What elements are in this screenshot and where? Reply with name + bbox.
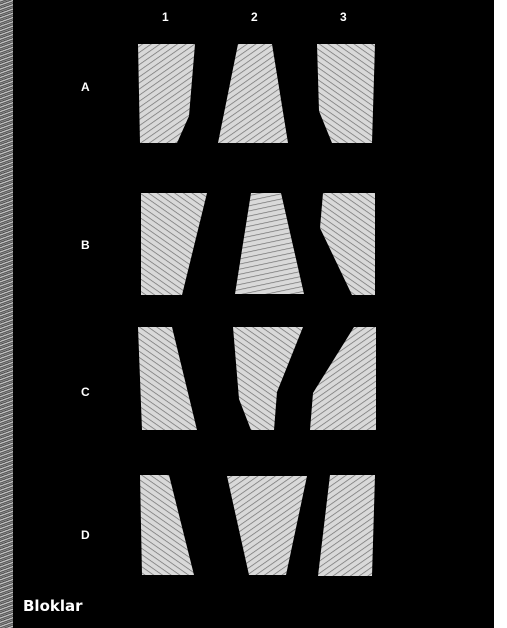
left-edge-strip: [0, 0, 13, 628]
block-C-1: [138, 327, 197, 430]
block-C-2: [233, 327, 303, 430]
block-B-3: [320, 193, 375, 295]
row-label-C: C: [81, 385, 90, 399]
row-label-D: D: [81, 528, 90, 542]
row-label-A: A: [81, 80, 90, 94]
block-B-2: [235, 193, 304, 294]
block-D-3: [318, 475, 375, 576]
column-label-1: 1: [162, 10, 169, 24]
diagram-panel: 1 2 3 A B C D: [13, 0, 494, 628]
block-D-2: [227, 476, 307, 575]
block-A-3: [317, 44, 375, 143]
row-label-B: B: [81, 238, 90, 252]
block-D-1: [140, 475, 194, 575]
column-label-2: 2: [251, 10, 258, 24]
block-A-2: [218, 44, 288, 143]
caption: Bloklar: [23, 597, 83, 615]
block-A-1: [138, 44, 195, 143]
column-label-3: 3: [340, 10, 347, 24]
block-B-1: [141, 193, 207, 295]
right-edge-strip: [494, 0, 507, 628]
block-C-3: [310, 327, 376, 430]
